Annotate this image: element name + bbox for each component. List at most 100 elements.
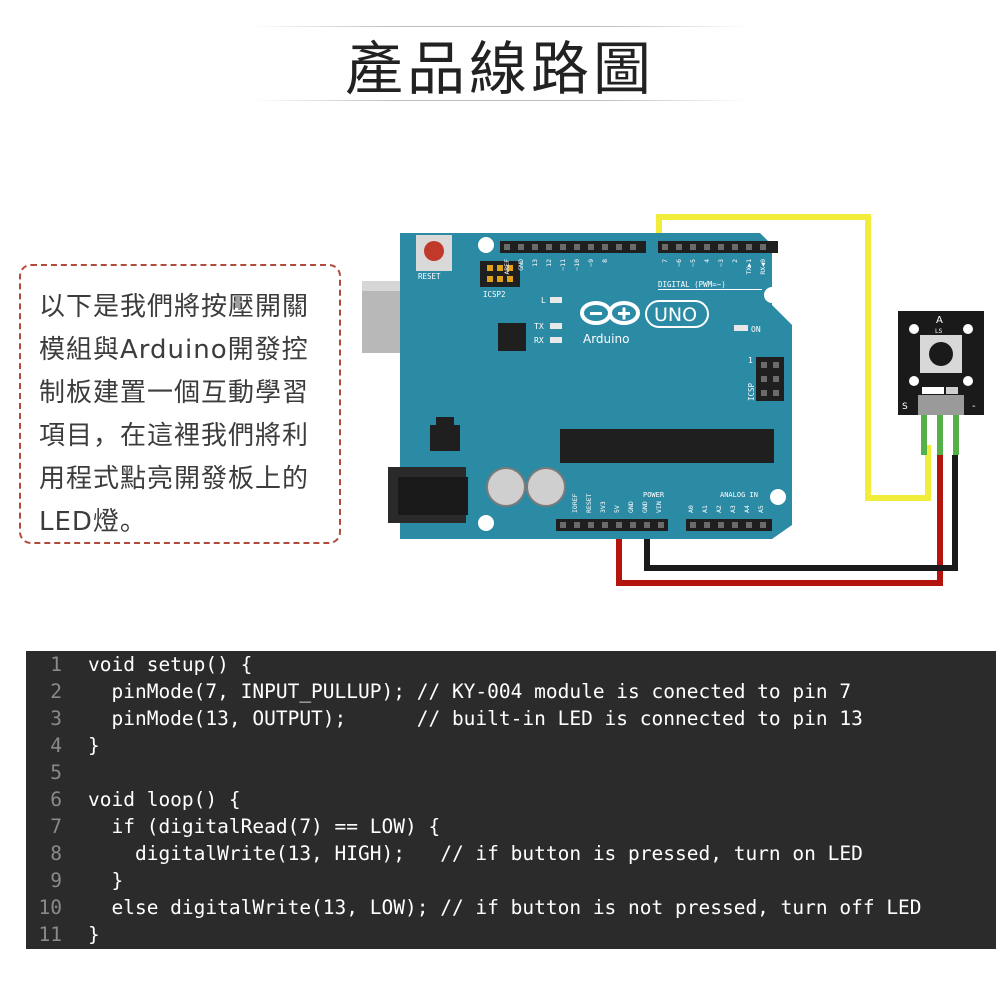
icsp2-header bbox=[480, 261, 520, 287]
code-line: 4} bbox=[26, 732, 996, 759]
line-number: 7 bbox=[50, 815, 62, 838]
code-line: 11} bbox=[26, 921, 996, 948]
top-pin-label: 8 bbox=[601, 259, 609, 263]
power-pin-label: 3V3 bbox=[599, 501, 607, 513]
capacitor-1 bbox=[486, 467, 526, 507]
top-pin-label: ~5 bbox=[689, 259, 697, 267]
line-number: 2 bbox=[50, 680, 62, 703]
code-line: 1 void setup() { bbox=[26, 651, 996, 678]
analog-pin-label: A0 bbox=[687, 505, 695, 513]
power-pin-labels: IOREF RESET 3V3 5V GND GND VIN bbox=[571, 493, 663, 513]
code-text: void setup() { bbox=[88, 653, 253, 676]
digital-label: DIGITAL (PWM=~) bbox=[658, 280, 726, 289]
power-label: POWER bbox=[643, 491, 665, 499]
code-text: } bbox=[88, 734, 100, 757]
top-pin-label: ~9 bbox=[587, 259, 595, 267]
analog-pin-label: A2 bbox=[715, 505, 723, 513]
code-text: pinMode(7, INPUT_PULLUP); // KY-004 modu… bbox=[88, 680, 852, 703]
top-pin-label: ~11 bbox=[559, 259, 567, 271]
module-minus-label: - bbox=[972, 401, 976, 412]
power-pin-label: VIN bbox=[655, 501, 663, 513]
bottom-header-pins bbox=[560, 522, 766, 528]
icsp-pin1-label: 1 bbox=[748, 356, 753, 365]
analog-pin-label: A1 bbox=[701, 505, 709, 513]
code-line: 2 pinMode(7, INPUT_PULLUP); // KY-004 mo… bbox=[26, 678, 996, 705]
reset-label: RESET bbox=[418, 272, 441, 281]
line-number: 5 bbox=[50, 761, 62, 784]
top-pin-label: 7 bbox=[661, 259, 669, 263]
power-pin-label: GND bbox=[627, 501, 635, 513]
uno-badge bbox=[645, 300, 709, 328]
top-pin-label: RX◀0 bbox=[759, 259, 767, 275]
analog-header bbox=[686, 519, 772, 531]
top-pin-label: ~6 bbox=[675, 259, 683, 267]
voltage-regulator bbox=[430, 425, 460, 451]
description-box: 以下是我們將按壓開關模組與Arduino開發控制板建置一個互動學習項目，在這裡我… bbox=[19, 264, 341, 544]
line-number: 1 bbox=[50, 653, 62, 676]
top-pin-label: ~3 bbox=[717, 259, 725, 267]
analog-label: ANALOG IN bbox=[720, 491, 758, 499]
arduino-logo bbox=[580, 301, 640, 325]
code-text: if (digitalRead(7) == LOW) { bbox=[88, 815, 441, 838]
icsp2-label: ICSP2 bbox=[483, 290, 506, 299]
top-pin-label: 12 bbox=[545, 259, 553, 267]
top-header-pins bbox=[504, 244, 766, 250]
page-title: 產品線路圖 bbox=[344, 35, 655, 103]
top-pin-label: 2 bbox=[731, 259, 739, 263]
uno-label: UNO bbox=[654, 304, 697, 326]
analog-pin-label: A3 bbox=[729, 505, 737, 513]
power-pin-label: GND bbox=[641, 501, 649, 513]
title-area: 產品線路圖 bbox=[0, 0, 1000, 120]
code-line: 9 } bbox=[26, 867, 996, 894]
top-pin-labels: AREF GND 13 12 ~11 ~10 ~9 8 ~5 4 ~3 2 TX▶1 RX◀0 7 ~6 bbox=[503, 259, 767, 275]
code-text: else digitalWrite(13, LOW); // if button… bbox=[88, 896, 922, 919]
analog-pin-label: A4 bbox=[743, 505, 751, 513]
ky004-module bbox=[898, 311, 984, 455]
line-number: 8 bbox=[50, 842, 62, 865]
line-number: 11 bbox=[38, 923, 62, 946]
code-line: 7 if (digitalRead(7) == LOW) { bbox=[26, 813, 996, 840]
code-text: pinMode(13, OUTPUT); // built-in LED is … bbox=[88, 707, 863, 730]
power-pin-label: RESET bbox=[585, 493, 593, 513]
code-line: 5 bbox=[26, 759, 996, 786]
description-text: 以下是我們將按壓開關模組與Arduino開發控制板建置一個互動學習項目，在這裡我… bbox=[39, 292, 310, 537]
power-pin-label: 5V bbox=[613, 505, 621, 513]
power-header bbox=[556, 519, 668, 531]
code-line: 10 else digitalWrite(13, LOW); // if but… bbox=[26, 894, 996, 921]
top-pin-label: TX▶1 bbox=[745, 259, 753, 275]
usb-chip bbox=[498, 323, 526, 351]
arduino-logo-text: Arduino bbox=[583, 332, 629, 346]
code-line: 8 digitalWrite(13, HIGH); // if button i… bbox=[26, 840, 996, 867]
module-ls-label: LS bbox=[935, 328, 943, 335]
line-number: 6 bbox=[50, 788, 62, 811]
top-pin-label: GND bbox=[517, 259, 525, 271]
line-number: 9 bbox=[50, 869, 62, 892]
top-pin-label: ~10 bbox=[573, 259, 581, 271]
rx-label: RX bbox=[534, 336, 544, 345]
icsp-header bbox=[756, 357, 784, 401]
code-text: void loop() { bbox=[88, 788, 241, 811]
module-top-label: A bbox=[936, 315, 943, 326]
code-line: 6 void loop() { bbox=[26, 786, 996, 813]
top-pin-label: 13 bbox=[531, 259, 539, 267]
code-text: } bbox=[88, 869, 124, 892]
title-rule-top bbox=[250, 26, 750, 27]
black-wire bbox=[644, 455, 958, 571]
line-number: 3 bbox=[50, 707, 62, 730]
code-text: digitalWrite(13, HIGH); // if button is … bbox=[88, 842, 863, 865]
red-wire bbox=[616, 455, 943, 586]
capacitor-2 bbox=[526, 467, 566, 507]
l-label: L bbox=[541, 296, 546, 305]
code-text: } bbox=[88, 923, 100, 946]
top-pin-label: AREF bbox=[503, 259, 511, 275]
icsp-label: ICSP bbox=[747, 382, 756, 401]
atmega-chip bbox=[560, 429, 774, 463]
power-pin-label: IOREF bbox=[571, 493, 579, 513]
yellow-wire bbox=[656, 214, 931, 501]
top-pin-label: 4 bbox=[703, 259, 711, 263]
code-line: 3 pinMode(13, OUTPUT); // built-in LED i… bbox=[26, 705, 996, 732]
tx-label: TX bbox=[534, 322, 544, 331]
